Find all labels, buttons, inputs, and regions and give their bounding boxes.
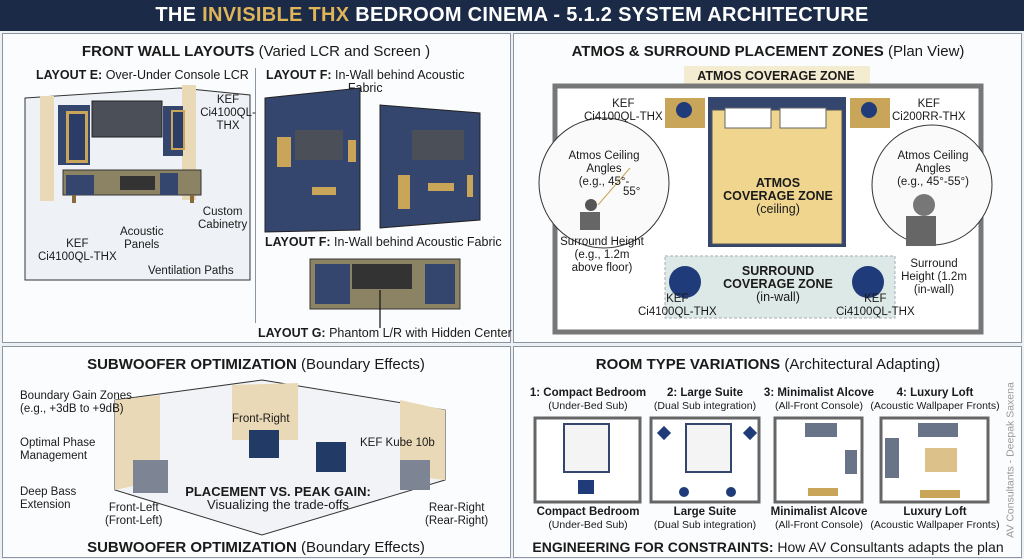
room-types-footer: ENGINEERING FOR CONSTRAINTS: How AV Cons… — [532, 539, 1004, 555]
room-note: (Under-Bed Sub) — [548, 519, 628, 531]
room-subtitle: (Dual Sub integration) — [653, 400, 757, 412]
room-note: (Acoustic Wallpaper Fronts) — [870, 519, 1000, 531]
plan-view-illustration — [538, 66, 993, 335]
subwoofer-illustration — [114, 379, 446, 536]
room-types-heading: ROOM TYPE VARIATIONS (Architectural Adap… — [595, 356, 941, 373]
room-title: 2: Large Suite — [666, 387, 744, 399]
room-card-header: 4: Luxury Loft(Acoustic Wallpaper Fronts… — [870, 387, 999, 413]
atmos-top-zone: ATMOS COVERAGE ZONE — [697, 69, 855, 83]
atmos-heading: ATMOS & SURROUND PLACEMENT ZONES (Plan V… — [571, 43, 965, 60]
watermark: AV Consultants - Deepak Saxena — [1004, 382, 1017, 538]
left-angle-value: 55° — [623, 186, 641, 198]
title-suffix: BEDROOM CINEMA - 5.1.2 SYSTEM ARCHITECTU… — [349, 4, 869, 26]
room-card-header: 3: Minimalist Alcove(All-Front Console) — [764, 387, 874, 413]
front-left-label: Front-Left(Front-Left) — [105, 502, 163, 527]
room-name: Luxury Loft — [903, 506, 967, 518]
layout-f-mid-label: LAYOUT F: In-Wall behind Acoustic Fabric — [265, 235, 502, 249]
room-name: Large Suite — [673, 506, 737, 518]
divider — [255, 68, 256, 323]
page-title: THE INVISIBLE THX BEDROOM CINEMA - 5.1.2… — [0, 0, 1024, 31]
room-title: 3: Minimalist Alcove — [763, 387, 875, 399]
room-note: (All-Front Console) — [774, 519, 864, 531]
room-subtitle: (Under-Bed Sub) — [548, 400, 628, 412]
room-note: (Dual Sub integration) — [653, 519, 757, 531]
rear-right-label: Rear-Right(Rear-Right) — [425, 502, 489, 527]
placement-note: PLACEMENT VS. PEAK GAIN:Visualizing the … — [185, 484, 371, 512]
front-wall-illustration — [24, 85, 481, 328]
title-prefix: THE — [155, 4, 203, 26]
room-name: Compact Bedroom — [536, 506, 640, 518]
room-card-caption: Luxury Loft(Acoustic Wallpaper Fronts) — [870, 506, 999, 532]
front-wall-heading: FRONT WALL LAYOUTS (Varied LCR and Scree… — [81, 43, 431, 60]
room-card-header: 2: Large Suite(Dual Sub integration) — [654, 387, 756, 413]
title-highlight: INVISIBLE THX — [202, 4, 350, 26]
front-right-label: Front-Right — [232, 413, 290, 425]
room-card-header: 1: Compact Bedroom(Under-Bed Sub) — [530, 387, 646, 413]
room-card-caption: Compact Bedroom(Under-Bed Sub) — [537, 506, 640, 532]
callout-ventilation: Ventilation Paths — [148, 265, 234, 277]
room-subtitle: (All-Front Console) — [774, 400, 864, 412]
subwoofer-footer: SUBWOOFER OPTIMIZATION (Boundary Effects… — [87, 539, 425, 556]
kube-label: KEF Kube 10b — [360, 437, 435, 449]
room-title: 4: Luxury Loft — [896, 387, 974, 399]
boundary-gain-label: Boundary Gain Zones(e.g., +3dB to +9dB) — [20, 390, 132, 415]
room-name: Minimalist Alcove — [770, 506, 868, 518]
layout-e-label: LAYOUT E: Over-Under Console LCR — [36, 68, 249, 82]
room-card-caption: Minimalist Alcove(All-Front Console) — [771, 506, 868, 532]
subwoofer-heading: SUBWOOFER OPTIMIZATION (Boundary Effects… — [87, 356, 425, 373]
room-subtitle: (Acoustic Wallpaper Fronts) — [870, 400, 1000, 412]
room-title: 1: Compact Bedroom — [529, 387, 647, 399]
room-card-caption: Large Suite(Dual Sub integration) — [654, 506, 756, 532]
layout-g-label: LAYOUT G: Phantom L/R with Hidden Center — [258, 326, 512, 340]
